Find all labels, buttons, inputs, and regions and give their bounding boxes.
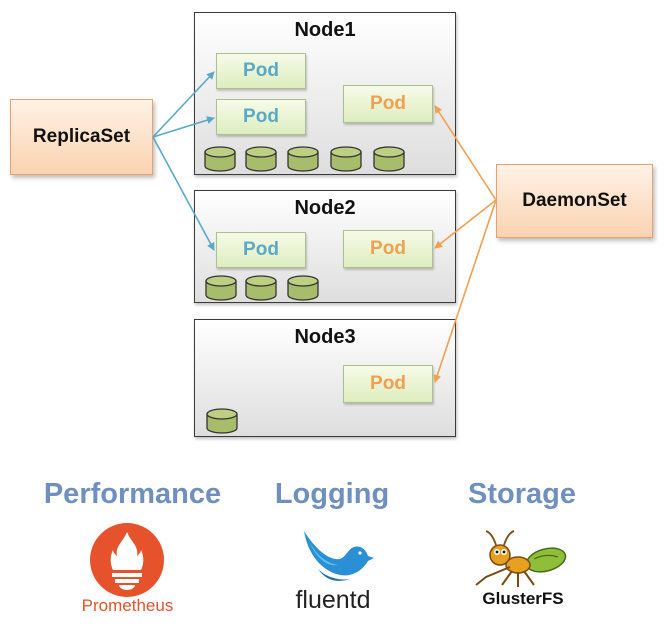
pod-label: Pod [370, 373, 406, 394]
node-2-title: Node2 [294, 197, 356, 219]
replicaset-arrow-2 [152, 116, 215, 138]
replicaset-arrow-1 [152, 71, 215, 138]
node-3-title: Node3 [294, 326, 356, 348]
glusterfs-ant-logo [475, 530, 567, 587]
glusterfs-logo-text: GlusterFS [482, 589, 564, 608]
node-1-pod-replica-1: Pod [216, 53, 306, 89]
category-logging: Logging [274, 478, 390, 510]
daemonset-box: DaemonSet [496, 164, 653, 238]
prometheus-logo-text: Prometheus [81, 596, 174, 615]
node-2-pod-replica: Pod [216, 232, 306, 268]
pod-label: Pod [370, 93, 406, 114]
node-1-pod-replica-2: Pod [216, 99, 306, 135]
pod-label: Pod [370, 238, 406, 259]
fluentd-bird-logo [304, 531, 374, 581]
pod-label: Pod [243, 60, 279, 81]
replicaset-arrow-3 [152, 136, 215, 251]
node-3-pod-daemon: Pod [343, 365, 433, 403]
node-2-pod-daemon: Pod [343, 230, 433, 268]
pod-label: Pod [243, 239, 279, 260]
node-1-title: Node1 [294, 19, 356, 41]
replicaset-box: ReplicaSet [10, 99, 153, 175]
pod-label: Pod [243, 106, 279, 127]
fluentd-logo-text: fluentd [295, 586, 371, 614]
daemonset-arrow-2 [434, 199, 497, 249]
prometheus-logo [90, 523, 164, 597]
daemonset-label: DaemonSet [522, 190, 627, 211]
node-1-pod-daemon: Pod [343, 85, 433, 123]
category-storage: Storage [468, 478, 576, 510]
daemonset-arrow-1 [434, 105, 497, 201]
daemonset-arrow-3 [433, 199, 497, 383]
category-performance: Performance [43, 478, 222, 510]
replicaset-label: ReplicaSet [32, 126, 131, 147]
